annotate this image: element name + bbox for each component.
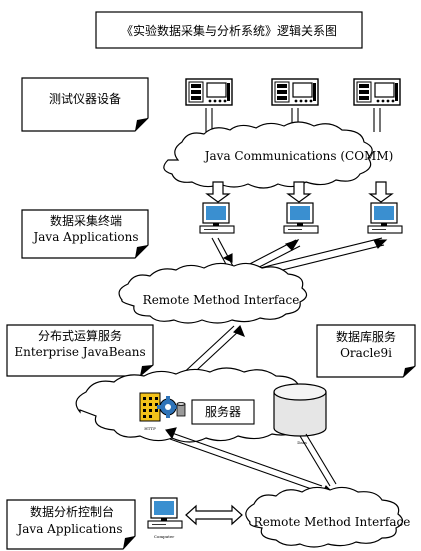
label-terminal: 数据采集终端 Java Applications [21, 209, 149, 259]
computer-icon-3 [367, 202, 403, 234]
comm-cloud-label: Java Communications (COMM) [203, 149, 394, 163]
instrument-devices [185, 78, 401, 106]
label-db-line1: 数据库服务 [336, 329, 396, 344]
arrows-instruments-comm [205, 108, 381, 132]
terminal-computers [199, 202, 403, 234]
title-box: 《实验数据采集与分析系统》逻辑关系图 [95, 11, 363, 49]
database-icon [273, 383, 327, 437]
label-console-line1: 数据分析控制台 [30, 504, 114, 519]
instrument-icon-3 [353, 78, 401, 106]
label-instruments-text: 测试仪器设备 [49, 91, 121, 106]
server-label: 服务器 [205, 404, 241, 419]
server-label-box: 服务器 [191, 399, 255, 425]
server-icon-caption: HTTP [144, 426, 156, 431]
label-terminal-line2: Java Applications [31, 230, 138, 244]
arrows-comm-terminals [205, 181, 394, 203]
cylinder-small-icon [176, 402, 186, 417]
diagram-title: 《实验数据采集与分析系统》逻辑关系图 [121, 23, 337, 38]
label-console: 数据分析控制台 Java Applications [6, 499, 136, 550]
instrument-icon-1 [185, 78, 233, 106]
console-computer-icon [147, 497, 183, 529]
database-caption: Data [297, 440, 307, 445]
label-instruments: 测试仪器设备 [21, 77, 149, 132]
computer-icon-2 [283, 202, 319, 234]
rmi-top-label: Remote Method Interface [143, 293, 300, 307]
label-terminal-line1: 数据采集终端 [50, 213, 122, 228]
arrow-console-rmi [185, 504, 243, 526]
computer-icon-1 [199, 202, 235, 234]
arrow-server-rmi-bottom [165, 427, 337, 495]
label-db-line2: Oracle9i [340, 346, 392, 360]
label-ejb-line1: 分布式运算服务 [38, 328, 122, 343]
rmi-cloud-top: Remote Method Interface [118, 262, 308, 324]
comm-cloud: Java Communications (COMM) [163, 121, 394, 189]
label-ejb-line2: Enterprise JavaBeans [14, 345, 145, 359]
console-computer-caption: Computer [154, 534, 174, 539]
label-ejb: 分布式运算服务 Enterprise JavaBeans [6, 324, 154, 377]
rmi-bottom-label: Remote Method Interface [254, 515, 411, 529]
instrument-icon-2 [271, 78, 319, 106]
rmi-cloud-bottom: Remote Method Interface [245, 486, 411, 548]
label-console-line2: Java Applications [15, 522, 122, 536]
label-db: 数据库服务 Oracle9i [316, 324, 416, 378]
